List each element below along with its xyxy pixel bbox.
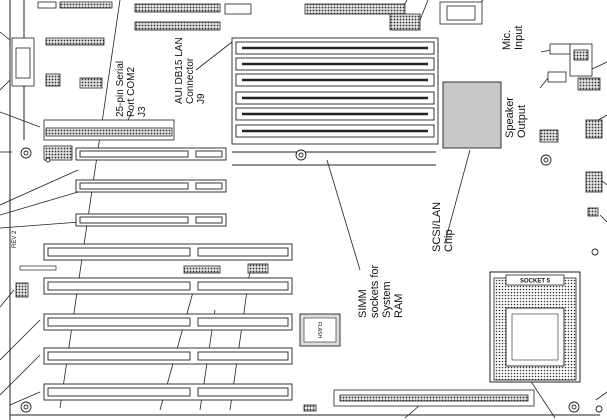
callout-simm-sockets: SIMM sockets for System RAM bbox=[357, 262, 405, 318]
lan-line-1: AUI DB15 LAN bbox=[174, 37, 185, 104]
lan-line-2: Connector bbox=[185, 57, 196, 104]
jumper-block bbox=[19, 265, 57, 271]
speaker-line-1: Speaker bbox=[504, 97, 516, 138]
serial-line-1: 25-pin Serial bbox=[115, 61, 126, 117]
callout-serial-port: 25-pin Serial Port COM2 J3 bbox=[115, 58, 148, 117]
header-blocks bbox=[15, 119, 317, 412]
scsi-line-2: Chip bbox=[443, 229, 455, 252]
svg-text:SIMM sockets for S: SIMM sockets for System RAM bbox=[357, 262, 405, 318]
socket-label: SOCKET 5 bbox=[520, 279, 551, 285]
mounting-holes bbox=[20, 147, 603, 413]
simm-line-3: System bbox=[381, 281, 393, 318]
speaker-line-2: Output bbox=[516, 105, 528, 138]
svg-text:Mic. Input: Mic. Input bbox=[501, 26, 525, 50]
callout-lan-connector: AUI DB15 LAN Connector J9 bbox=[174, 35, 207, 104]
svg-text:Speaker Output: Speaker Output bbox=[504, 94, 528, 138]
flash-chip: FLASH bbox=[299, 313, 341, 347]
right-connectors bbox=[333, 43, 603, 407]
expansion-slots bbox=[43, 147, 293, 401]
lan-line-3: J9 bbox=[196, 93, 207, 104]
svg-text:SCSI/LAN Chip: SCSI/LAN Chip bbox=[431, 199, 455, 252]
callout-speaker-output: Speaker Output bbox=[504, 94, 528, 138]
socket-5: SOCKET 5 bbox=[489, 271, 581, 383]
svg-text:AUI DB15 LAN Connector: AUI DB15 LAN Connector J9 bbox=[174, 35, 207, 104]
simm-line-4: RAM bbox=[393, 294, 405, 318]
scsi-lan-chip bbox=[442, 81, 502, 149]
simm-line-2: sockets for bbox=[369, 264, 381, 318]
scsi-line-1: SCSI/LAN bbox=[431, 202, 443, 252]
simm-line-1: SIMM bbox=[357, 289, 369, 318]
top-connectors bbox=[11, 1, 483, 89]
rev-label: REV 2 bbox=[12, 230, 18, 248]
simm-sockets bbox=[231, 37, 439, 166]
mic-line-2: Input bbox=[513, 26, 525, 50]
svg-text:25-pin Serial Port COM2: 25-pin Serial Port COM2 J3 bbox=[115, 58, 148, 117]
serial-line-2: Port COM2 bbox=[126, 67, 137, 117]
mic-line-1: Mic. bbox=[501, 30, 513, 50]
callout-mic-input: Mic. Input bbox=[501, 26, 525, 50]
serial-line-3: J3 bbox=[137, 106, 148, 117]
flash-label: FLASH bbox=[316, 322, 322, 339]
callout-scsi-chip: SCSI/LAN Chip bbox=[431, 199, 455, 252]
